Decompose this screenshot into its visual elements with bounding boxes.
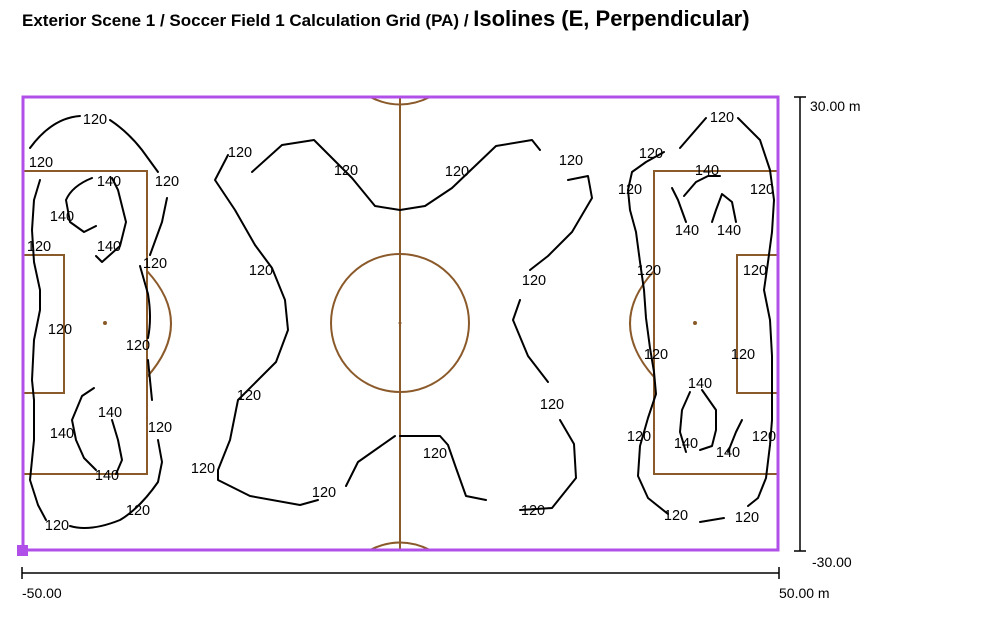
isoline-label: 120: [83, 112, 107, 128]
isoline-label: 120: [27, 239, 51, 255]
isoline-label: 120: [627, 429, 651, 445]
isoline-label: 140: [674, 436, 698, 452]
isoline-label: 120: [735, 510, 759, 526]
isoline-label: 120: [126, 503, 150, 519]
isoline-right-140-top: [671, 175, 737, 223]
y-max-label: 30.00 m: [810, 98, 861, 114]
isoline-label: 120: [559, 153, 583, 169]
isoline-left-140-top: [65, 177, 127, 263]
calculation-boundary: [21, 95, 780, 552]
isoline-label: 140: [717, 223, 741, 239]
isoline-label: 140: [675, 223, 699, 239]
title-main: Isolines (E, Perpendicular): [473, 6, 750, 31]
isoline-label: 140: [97, 239, 121, 255]
isoline-label: 120: [743, 263, 767, 279]
isoline-right-outer: [627, 117, 775, 523]
y-min-label: -30.00: [812, 554, 852, 570]
isoline-right-140-bottom: [679, 389, 743, 453]
dimension-lines: [21, 96, 806, 579]
isoline-label: 120: [29, 155, 53, 171]
page-title: Exterior Scene 1 / Soccer Field 1 Calcul…: [22, 6, 750, 32]
center-spot: [398, 321, 402, 325]
isoline-label: 120: [710, 110, 734, 126]
isoline-label: 120: [618, 182, 642, 198]
isoline-label: 140: [95, 468, 119, 484]
isoline-label: 120: [143, 256, 167, 272]
isoline-label: 120: [521, 503, 545, 519]
bottom-center-notch: [369, 541, 431, 551]
isoline-label: 120: [148, 420, 172, 436]
isoline-label: 120: [228, 145, 252, 161]
isoline-label: 140: [50, 426, 74, 442]
spots: [103, 321, 697, 325]
isoline-label: 120: [48, 322, 72, 338]
title-prefix: Exterior Scene 1 / Soccer Field 1 Calcul…: [22, 11, 474, 30]
boundary-rect: [21, 95, 780, 552]
isoline-label: 120: [752, 429, 776, 445]
isoline-label: 120: [522, 273, 546, 289]
isolines: [29, 115, 775, 529]
left-penalty-area: [22, 170, 148, 475]
isoline-label: 140: [688, 376, 712, 392]
isoline-label: 120: [249, 263, 273, 279]
right-penalty-arc: [629, 270, 655, 378]
isoline-labels: 120 120 140 120 140 120 140 120 120 120 …: [27, 110, 776, 534]
isoline-label: 140: [50, 209, 74, 225]
isoline-label: 120: [731, 347, 755, 363]
top-center-notch: [369, 96, 431, 106]
isoline-label: 140: [695, 163, 719, 179]
isoline-label: 120: [540, 397, 564, 413]
isoline-label: 140: [98, 405, 122, 421]
isoline-label: 140: [716, 445, 740, 461]
isoline-label: 120: [445, 164, 469, 180]
isoline-label: 120: [312, 485, 336, 501]
left-penalty-spot: [103, 321, 107, 325]
x-max-label: 50.00 m: [779, 585, 830, 601]
isoline-center-left: [214, 139, 401, 506]
isoline-label: 120: [45, 518, 69, 534]
left-penalty-arc: [146, 270, 172, 378]
origin-marker: [17, 545, 28, 556]
isoline-label: 120: [664, 508, 688, 524]
isoline-left-outer: [29, 115, 168, 529]
right-penalty-spot: [693, 321, 697, 325]
isoline-label: 120: [423, 446, 447, 462]
isoline-label: 120: [750, 182, 774, 198]
center-circle: [330, 253, 470, 393]
isoline-label: 120: [334, 163, 358, 179]
isoline-label: 120: [191, 461, 215, 477]
isoline-label: 120: [155, 174, 179, 190]
isoline-label: 120: [126, 338, 150, 354]
isoline-label: 120: [644, 347, 668, 363]
isoline-label: 120: [639, 146, 663, 162]
isoline-label: 140: [97, 174, 121, 190]
isoline-left-140-bottom: [71, 387, 123, 475]
isoline-label: 120: [237, 388, 261, 404]
isoline-center-right: [399, 139, 593, 511]
isoline-label: 120: [637, 263, 661, 279]
x-min-label: -50.00: [22, 585, 62, 601]
